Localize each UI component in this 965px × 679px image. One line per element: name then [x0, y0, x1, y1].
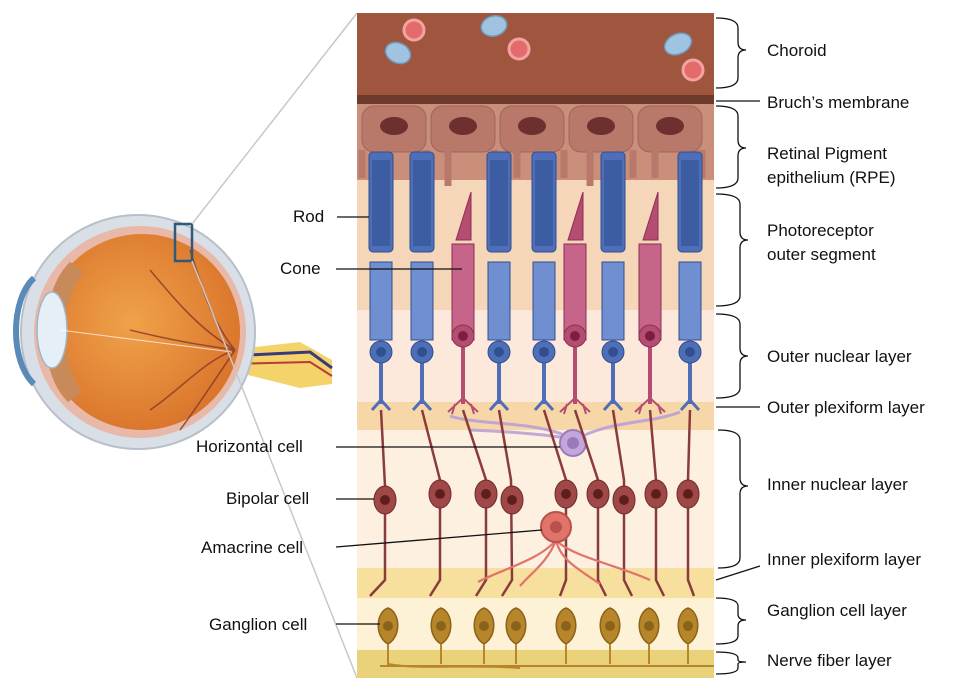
brace-outer-nuclear: [716, 314, 748, 398]
label-rod: Rod: [293, 207, 324, 226]
eyeball-illustration: [16, 13, 357, 678]
label-outer-segment-line1: Photoreceptor: [767, 221, 874, 240]
label-ganglion-layer: Ganglion cell layer: [767, 601, 907, 620]
ganglion-cell-band: [357, 598, 714, 650]
layer-labels: Choroid Bruch’s membrane Retinal Pigment…: [767, 41, 925, 670]
brace-outer-segment: [716, 194, 748, 306]
brace-rpe: [716, 106, 746, 188]
label-inner-plexiform: Inner plexiform layer: [767, 550, 921, 569]
label-inner-nuclear: Inner nuclear layer: [767, 475, 908, 494]
label-outer-segment-line2: outer segment: [767, 245, 876, 264]
label-bruch: Bruch’s membrane: [767, 93, 909, 112]
nerve-fiber-band: [357, 650, 714, 678]
label-rpe-line2: epithelium (RPE): [767, 168, 896, 187]
label-nerve-fiber: Nerve fiber layer: [767, 651, 892, 670]
label-outer-plexiform: Outer plexiform layer: [767, 398, 925, 417]
outer-plexiform-band: [357, 402, 714, 430]
brace-nerve-fiber: [716, 652, 746, 674]
label-amacrine-cell: Amacrine cell: [201, 538, 303, 557]
label-rpe-line1: Retinal Pigment: [767, 144, 887, 163]
label-cone: Cone: [280, 259, 321, 278]
retina-panel: [357, 13, 714, 678]
layer-braces: [716, 18, 760, 674]
brace-choroid: [716, 18, 746, 88]
label-choroid: Choroid: [767, 41, 827, 60]
zoom-line-top: [192, 13, 357, 224]
brace-inner-nuclear: [718, 430, 748, 568]
label-bipolar-cell: Bipolar cell: [226, 489, 309, 508]
bruch-band: [357, 95, 714, 104]
label-outer-nuclear: Outer nuclear layer: [767, 347, 912, 366]
label-horizontal-cell: Horizontal cell: [196, 437, 303, 456]
label-ganglion-cell: Ganglion cell: [209, 615, 307, 634]
brace-ganglion-layer: [716, 598, 746, 644]
inner-plexiform-band: [357, 568, 714, 598]
